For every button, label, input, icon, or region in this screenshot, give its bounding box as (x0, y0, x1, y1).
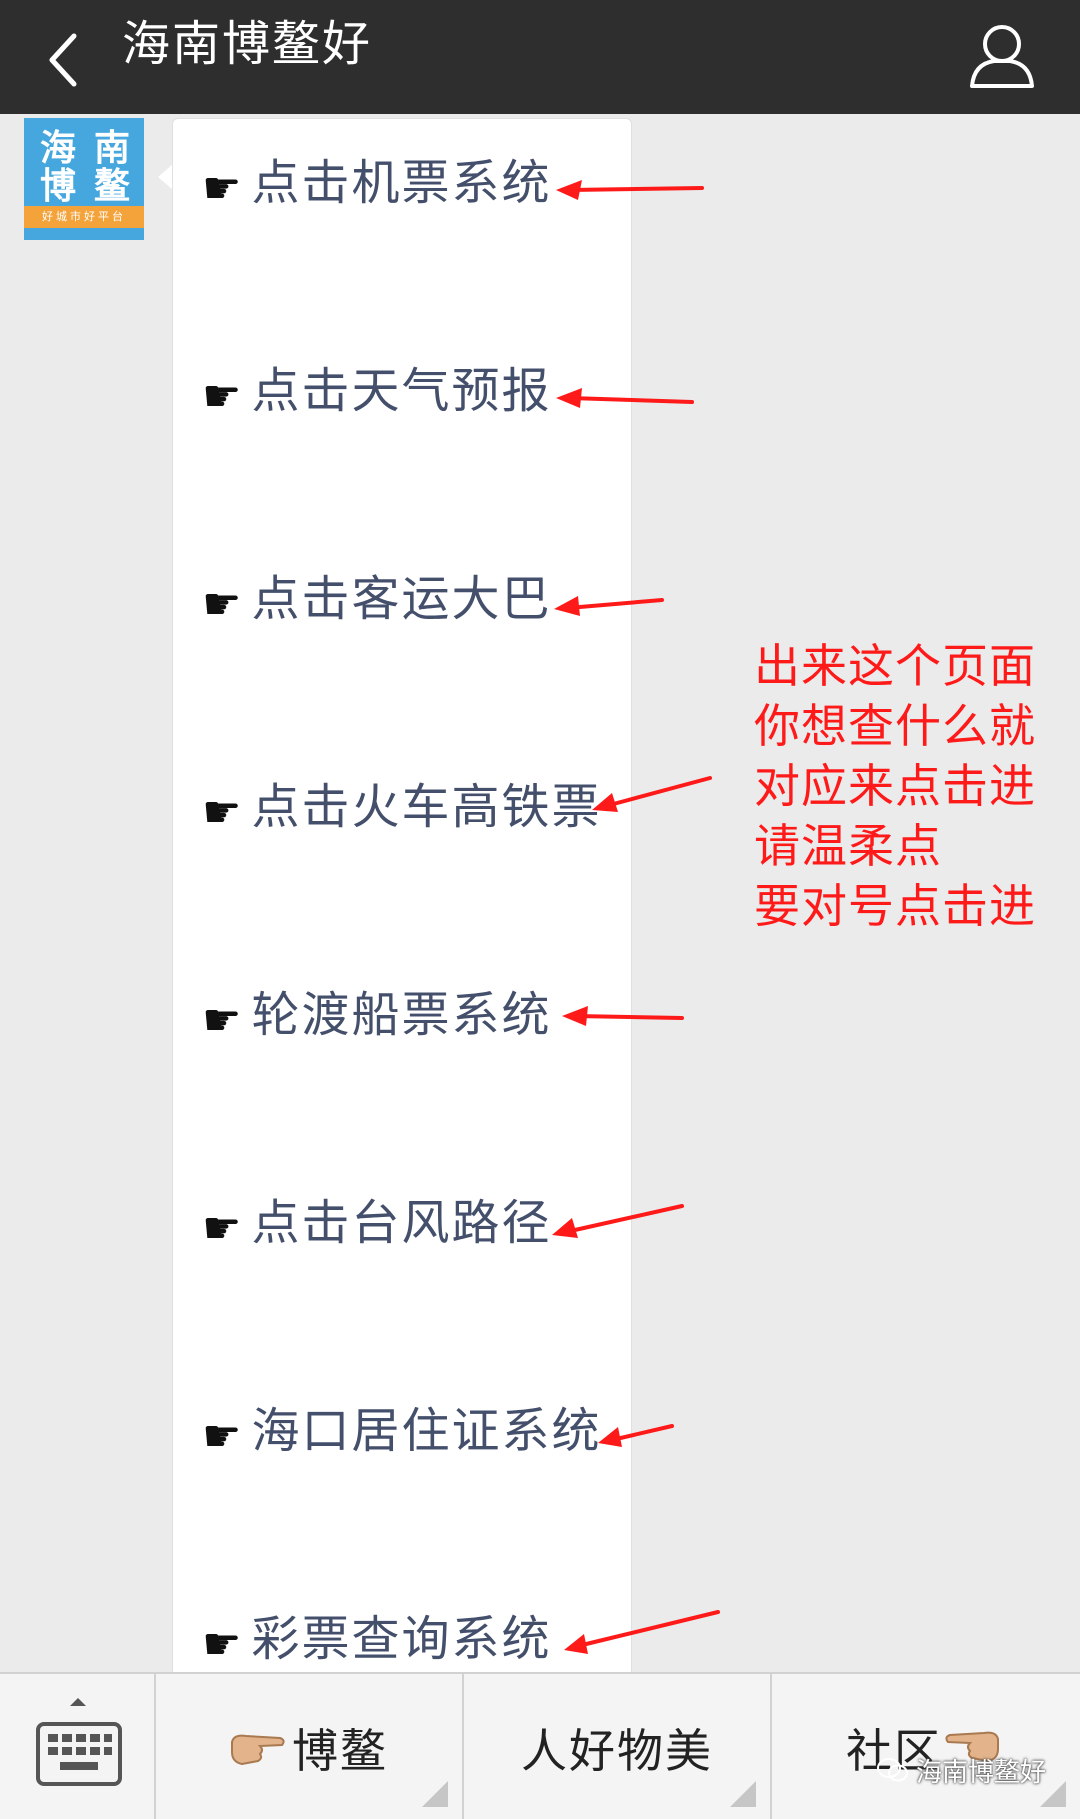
user-icon (970, 25, 1034, 88)
menu-item-label: 海口居住证系统 (251, 1403, 602, 1459)
avatar-char: 鳌 (94, 165, 131, 207)
avatar-char: 博 (40, 165, 77, 207)
bubble-tail (158, 164, 173, 190)
menu-item-lottery-query[interactable]: ☛ 彩票查询系统 (202, 1604, 551, 1674)
bottom-menu-bar: 博鳌 人好物美 社区 (0, 1672, 1080, 1819)
pointing-hand-icon: ☛ (202, 1411, 242, 1462)
menu-tab-community[interactable]: 社区 (772, 1674, 1080, 1819)
menu-item-ferry-tickets[interactable]: ☛ 轮渡船票系统 (202, 980, 551, 1050)
menu-item-label: 点击台风路径 (251, 1195, 552, 1251)
watermark-text: 海南博鳌好 (916, 1758, 1047, 1788)
menu-tab-boao[interactable]: 博鳌 (156, 1674, 464, 1819)
note-line: 出来这个页面 (754, 639, 1036, 693)
menu-item-label: 点击火车高铁票 (251, 779, 602, 835)
message-bubble (172, 118, 632, 1680)
submenu-indicator-icon (730, 1781, 756, 1807)
menu-item-label: 彩票查询系统 (251, 1611, 552, 1667)
tab-label: 社区 (846, 1723, 942, 1778)
menu-item-train-tickets[interactable]: ☛ 点击火车高铁票 (202, 772, 601, 842)
pointing-hand-icon: ☛ (202, 787, 242, 838)
pointing-hand-icon: ☛ (202, 1203, 242, 1254)
annotation-note: 出来这个页面 你想查什么就 对应来点击进 请温柔点 要对号点击进 (754, 636, 1036, 936)
note-line: 对应来点击进 (754, 759, 1036, 813)
wechat-logo-icon (876, 1756, 910, 1791)
menu-item-weather-forecast[interactable]: ☛ 点击天气预报 (202, 356, 551, 426)
menu-tab-people-and-products[interactable]: 人好物美 (464, 1674, 772, 1819)
profile-button[interactable] (960, 14, 1044, 98)
note-line: 要对号点击进 (754, 879, 1036, 933)
pointing-hand-icon: ☛ (202, 163, 242, 214)
menu-item-flight-tickets[interactable]: ☛ 点击机票系统 (202, 148, 551, 218)
top-navigation-bar: 海南博鳌好 (0, 0, 1080, 114)
tab-label: 博鳌 (292, 1723, 388, 1778)
hand-pointing-left-icon (944, 1725, 1000, 1765)
menu-item-label: 轮渡船票系统 (251, 987, 552, 1043)
menu-item-bus-tickets[interactable]: ☛ 点击客运大巴 (202, 564, 551, 634)
menu-item-label: 点击机票系统 (251, 155, 552, 211)
pointing-hand-icon: ☛ (202, 371, 242, 422)
avatar-tagline: 好城市好平台 (24, 206, 144, 228)
menu-item-label: 点击客运大巴 (251, 571, 552, 627)
note-line: 你想查什么就 (754, 699, 1036, 753)
menu-item-residence-permit[interactable]: ☛ 海口居住证系统 (202, 1396, 601, 1466)
avatar-char: 海 (40, 127, 77, 169)
avatar[interactable]: 海 南 博 鳌 好城市好平台 (24, 118, 144, 240)
menu-item-label: 点击天气预报 (251, 363, 552, 419)
submenu-indicator-icon (1040, 1781, 1066, 1807)
page-title: 海南博鳌好 (122, 16, 373, 72)
chevron-left-icon (49, 33, 77, 87)
watermark: 海南博鳌好 (876, 1752, 1046, 1791)
note-line: 请温柔点 (754, 819, 942, 873)
tab-label: 人好物美 (521, 1723, 713, 1778)
keyboard-icon (36, 1698, 122, 1786)
back-button[interactable] (28, 16, 108, 100)
submenu-indicator-icon (422, 1781, 448, 1807)
keyboard-toggle-button[interactable] (0, 1674, 156, 1819)
menu-item-typhoon-path[interactable]: ☛ 点击台风路径 (202, 1188, 551, 1258)
pointing-hand-icon: ☛ (202, 579, 242, 630)
avatar-char: 南 (94, 127, 131, 169)
pointing-hand-icon: ☛ (202, 1619, 242, 1670)
pointing-hand-icon: ☛ (202, 995, 242, 1046)
hand-pointing-right-icon (230, 1728, 286, 1768)
